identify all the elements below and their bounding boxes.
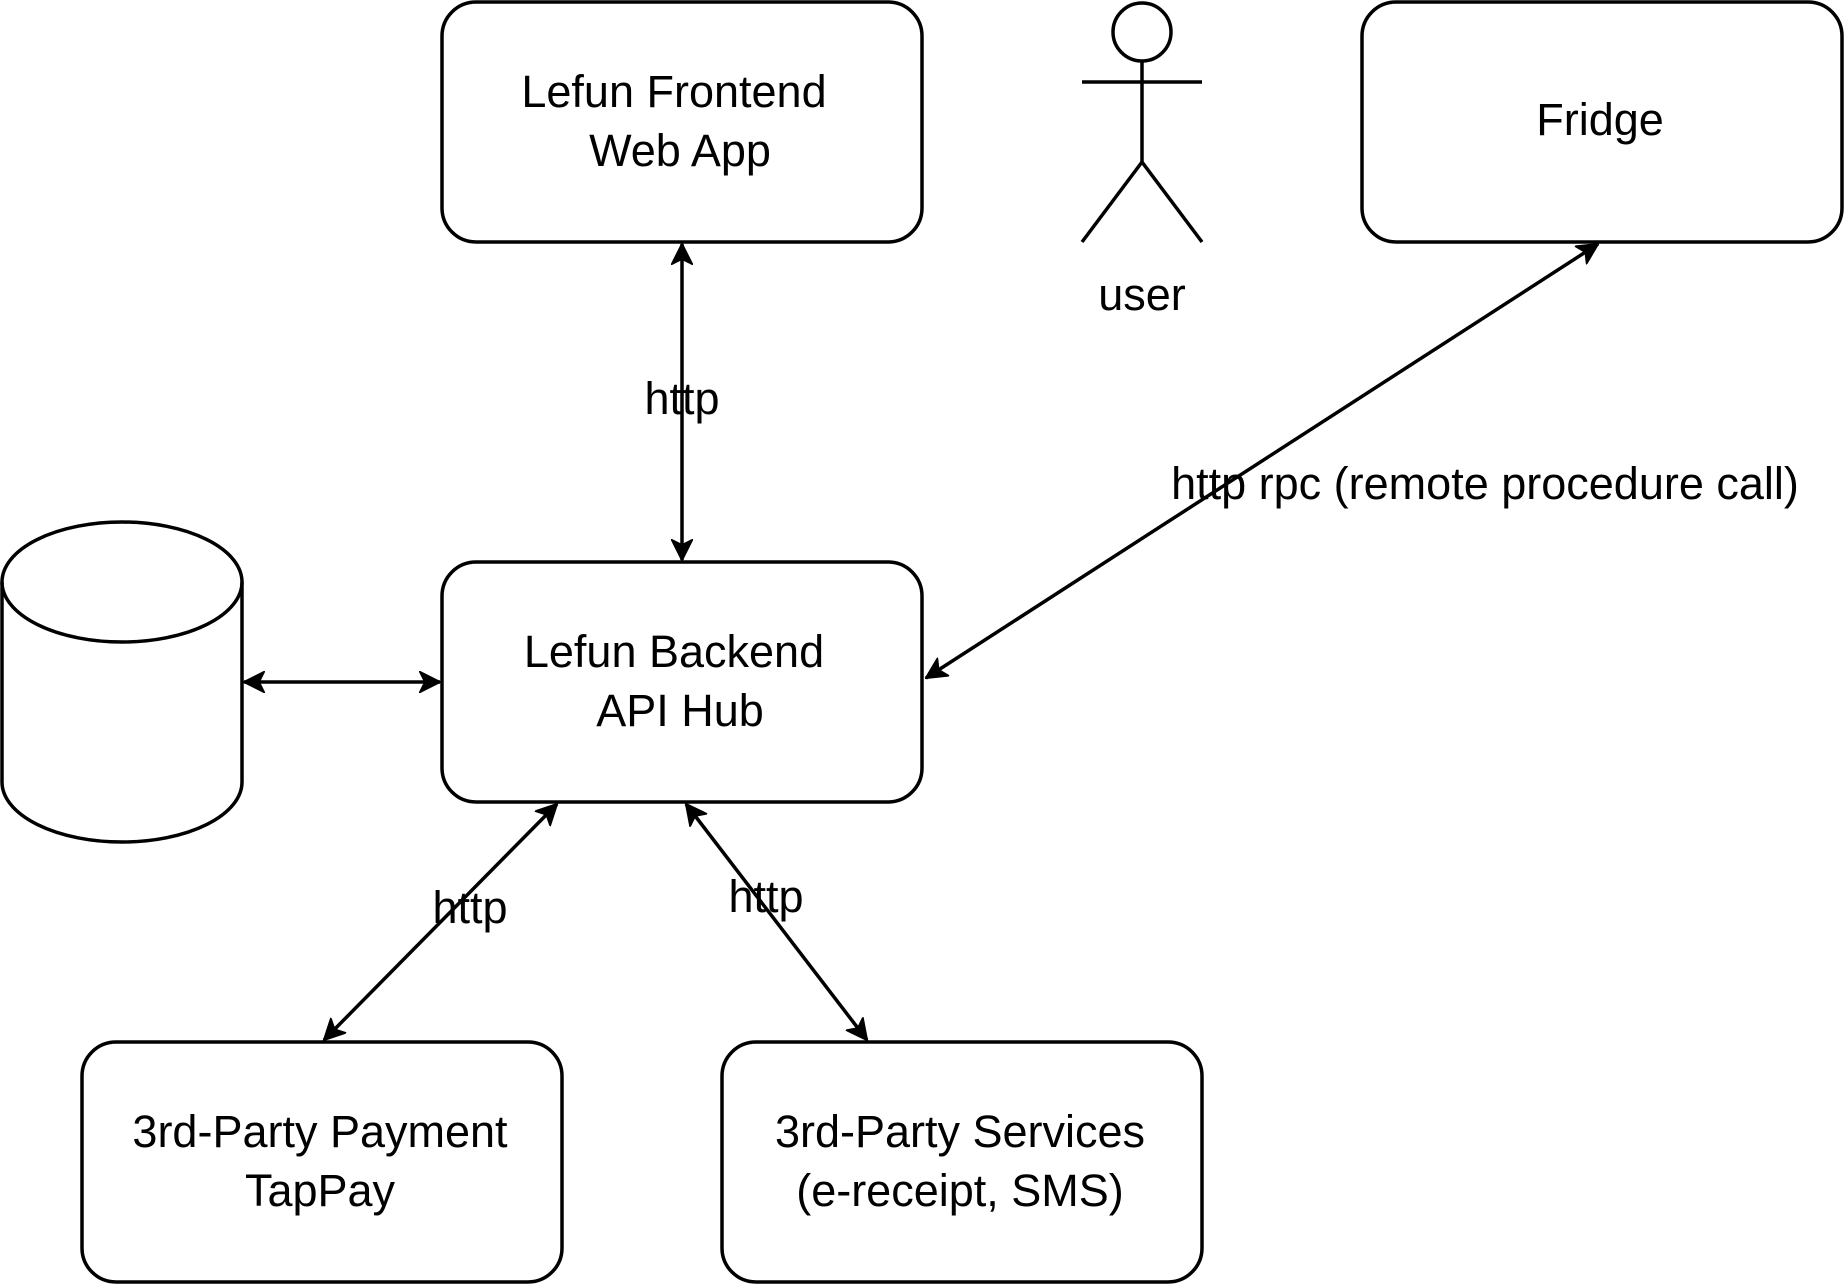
edge-backend-payment [324,804,557,1040]
node-frontend-line1: Lefun Frontend [521,66,826,117]
node-fridge-line1: Fridge [1536,94,1664,145]
node-payment-line1: 3rd-Party Payment [132,1106,508,1157]
edge-label-backend-services: http [728,871,803,922]
node-backend-line1: Lefun Backend [524,626,824,677]
edge-label-fridge-backend: http rpc (remote procedure call) [1171,458,1799,509]
node-services-line2: (e-receipt, SMS) [796,1165,1124,1216]
edge-backend-services [686,804,867,1040]
edge-fridge-backend [926,242,1598,680]
node-frontend-web-app: Lefun Frontend Web App [440,0,924,244]
node-third-party-services: 3rd-Party Services (e-receipt, SMS) [720,1040,1204,1284]
edge-label-frontend-backend: http [644,373,719,424]
user-actor: user [1080,1,1204,320]
node-payment-tappay: 3rd-Party Payment TapPay [80,1040,564,1284]
node-payment-line2: TapPay [245,1165,396,1216]
user-actor-label: user [1098,269,1186,320]
node-services-line1: 3rd-Party Services [775,1106,1145,1157]
edge-label-backend-payment: http [432,882,507,933]
node-database [0,520,244,844]
node-backend-line2: API Hub [596,685,764,736]
node-backend-api-hub: Lefun Backend API Hub [440,560,924,804]
node-fridge: Fridge [1360,0,1844,244]
user-actor-head [1111,1,1173,63]
node-frontend-line2: Web App [589,125,771,176]
